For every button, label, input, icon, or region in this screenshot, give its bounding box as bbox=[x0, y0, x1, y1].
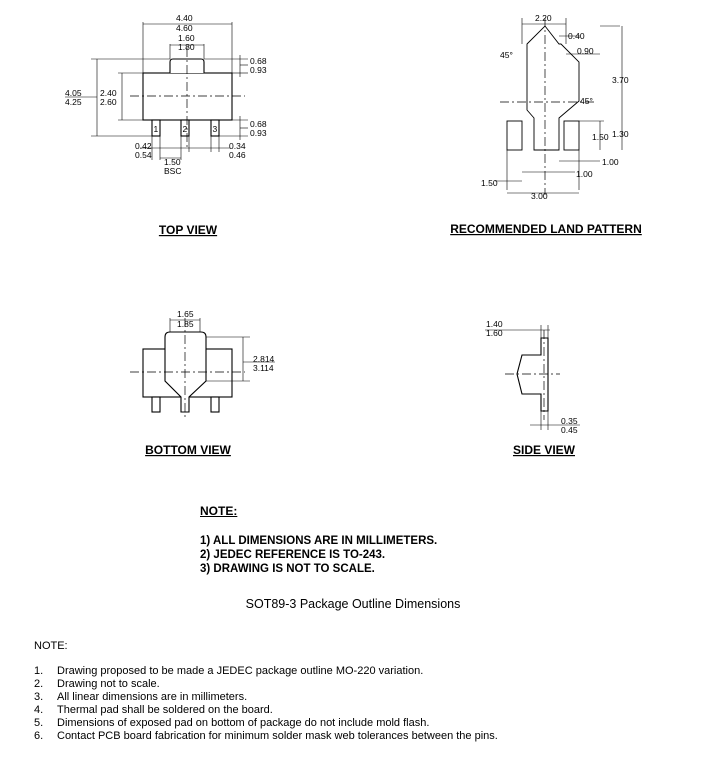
land-dim-370: 3.70 bbox=[612, 75, 629, 85]
note-number: 6. bbox=[34, 730, 44, 742]
bottom-dim-padh-max: 3.114 bbox=[253, 363, 274, 373]
land-pad-3 bbox=[563, 120, 580, 151]
bottom-dim-pad-max: 1.85 bbox=[177, 319, 194, 329]
side-view: 1.40 1.60 0.35 0.45 SIDE VIEW bbox=[485, 319, 580, 457]
bottom-view-title: BOTTOM VIEW bbox=[145, 443, 231, 457]
figure-caption: SOT89-3 Package Outline Dimensions bbox=[245, 597, 461, 611]
side-dim-h-max: 1.60 bbox=[486, 328, 503, 338]
top-view-lead-2 bbox=[180, 119, 190, 137]
general-notes: NOTE: 1. Drawing proposed to be made a J… bbox=[34, 640, 498, 743]
land-dim-130: 1.30 bbox=[612, 129, 629, 139]
top-dim-h-max: 4.25 bbox=[65, 97, 82, 107]
note-number: 3. bbox=[34, 691, 44, 703]
top-dim-tabh-min: 0.68 bbox=[250, 56, 267, 66]
general-note-item: 1. Drawing proposed to be made a JEDEC p… bbox=[34, 665, 498, 678]
top-view-lead-3 bbox=[210, 119, 220, 137]
general-note-item: 5. Dimensions of exposed pad on bottom o… bbox=[34, 717, 498, 730]
land-pattern-title: RECOMMENDED LAND PATTERN bbox=[450, 222, 642, 236]
top-dim-pitch-note: BSC bbox=[164, 166, 181, 176]
pin-1-label: 1 bbox=[154, 124, 159, 134]
bottom-dim-padh-min: 2.814 bbox=[253, 354, 275, 364]
dimension-notes-title: NOTE: bbox=[200, 504, 238, 518]
land-dim-100b: 1.00 bbox=[576, 169, 593, 179]
top-view-lead-1 bbox=[151, 119, 161, 137]
pin-3-label: 3 bbox=[213, 124, 218, 134]
land-dim-150a: 1.50 bbox=[592, 132, 609, 142]
note-text: Drawing not to scale. bbox=[57, 678, 160, 690]
top-dim-leadw-max: 0.54 bbox=[135, 150, 152, 160]
bottom-view: 1.65 1.85 2.814 3.114 BOTTOM VIEW bbox=[130, 309, 275, 457]
top-view: 1 2 3 4.40 4.60 1.60 1.80 0.68 0.93 0.68… bbox=[65, 13, 267, 237]
side-dim-t-max: 0.45 bbox=[561, 425, 578, 435]
top-dim-lead-min: 0.68 bbox=[250, 119, 267, 129]
note-text: Dimensions of exposed pad on bottom of p… bbox=[57, 717, 430, 729]
top-dim-lead-max: 0.93 bbox=[250, 128, 267, 138]
dimension-note-line: 2) JEDEC REFERENCE IS TO-243. bbox=[200, 549, 386, 561]
top-dim-mid-min: 0.34 bbox=[229, 141, 246, 151]
top-dim-tabh-max: 0.93 bbox=[250, 65, 267, 75]
top-dim-width-min: 4.40 bbox=[176, 13, 193, 23]
dimension-notes: NOTE: 1) ALL DIMENSIONS ARE IN MILLIMETE… bbox=[200, 504, 437, 576]
general-note-item: 3. All linear dimensions are in millimet… bbox=[34, 691, 498, 704]
top-dim-width-max: 4.60 bbox=[176, 23, 193, 33]
top-view-title: TOP VIEW bbox=[159, 223, 218, 237]
land-pad-1 bbox=[506, 120, 523, 151]
bottom-dim-pad-min: 1.65 bbox=[177, 309, 194, 319]
top-dim-mid-max: 0.46 bbox=[229, 150, 246, 160]
note-number: 1. bbox=[34, 665, 44, 677]
general-note-item: 2. Drawing not to scale. bbox=[34, 678, 498, 691]
dimension-note-line: 3) DRAWING IS NOT TO SCALE. bbox=[200, 563, 375, 575]
side-dim-h-min: 1.40 bbox=[486, 319, 503, 329]
top-dim-body-min: 2.40 bbox=[100, 88, 117, 98]
land-angle-1: 45° bbox=[500, 50, 513, 60]
pin-2-label: 2 bbox=[183, 124, 188, 134]
top-view-body bbox=[142, 72, 233, 121]
land-dim-040: 0.40 bbox=[568, 31, 585, 41]
general-note-item: 6. Contact PCB board fabrication for min… bbox=[34, 730, 498, 743]
note-text: Contact PCB board fabrication for minimu… bbox=[57, 730, 498, 742]
land-center-pad bbox=[526, 25, 580, 151]
land-dim-top: 2.20 bbox=[535, 13, 552, 23]
side-view-body bbox=[516, 337, 549, 412]
note-text: Drawing proposed to be made a JEDEC pack… bbox=[57, 665, 424, 677]
land-pattern: 2.20 0.40 0.90 45° 45° 3.70 1.50 1.30 1.… bbox=[450, 13, 642, 236]
land-dim-150b: 1.50 bbox=[481, 178, 498, 188]
top-dim-h-min: 4.05 bbox=[65, 88, 82, 98]
top-dim-pitch: 1.50 bbox=[164, 157, 181, 167]
note-number: 4. bbox=[34, 704, 44, 716]
top-dim-tab-max: 1.80 bbox=[178, 42, 195, 52]
top-dim-tab-min: 1.60 bbox=[178, 33, 195, 43]
general-notes-title: NOTE: bbox=[34, 640, 68, 652]
note-number: 5. bbox=[34, 717, 44, 729]
land-dim-090: 0.90 bbox=[577, 46, 594, 56]
top-dim-leadw-min: 0.42 bbox=[135, 141, 152, 151]
bottom-view-lead-3 bbox=[210, 396, 220, 413]
land-dim-300: 3.00 bbox=[531, 191, 548, 201]
package-drawing: 1 2 3 4.40 4.60 1.60 1.80 0.68 0.93 0.68… bbox=[65, 13, 642, 457]
land-dim-100a: 1.00 bbox=[602, 157, 619, 167]
top-dim-body-max: 2.60 bbox=[100, 97, 117, 107]
note-text: Thermal pad shall be soldered on the boa… bbox=[57, 704, 273, 716]
general-note-item: 4. Thermal pad shall be soldered on the … bbox=[34, 704, 498, 717]
side-view-title: SIDE VIEW bbox=[513, 443, 576, 457]
side-dim-t-min: 0.35 bbox=[561, 416, 578, 426]
note-text: All linear dimensions are in millimeters… bbox=[57, 691, 248, 703]
land-angle-2: 45° bbox=[580, 96, 593, 106]
dimension-note-line: 1) ALL DIMENSIONS ARE IN MILLIMETERS. bbox=[200, 535, 438, 547]
bottom-view-lead-1 bbox=[151, 396, 161, 413]
note-number: 2. bbox=[34, 678, 44, 690]
